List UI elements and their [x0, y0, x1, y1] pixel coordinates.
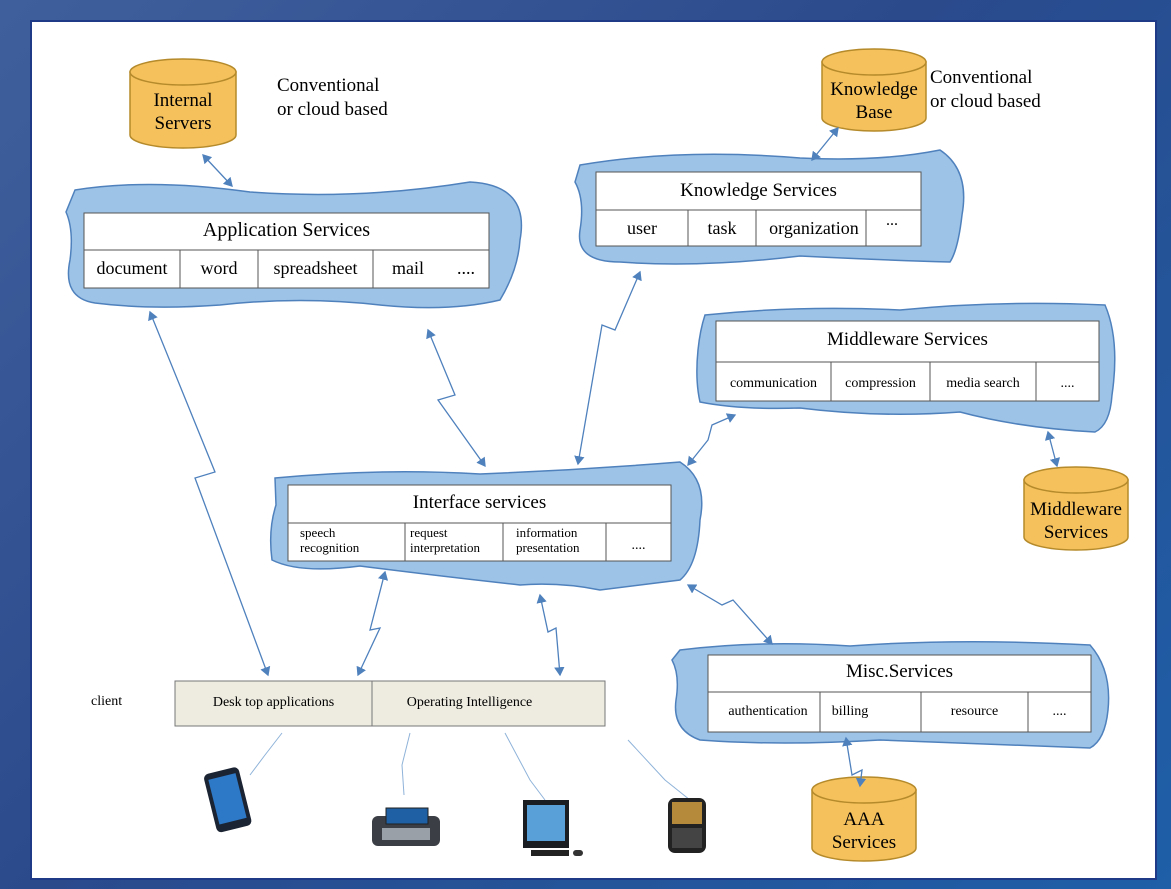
interface-cell-more: ....	[631, 538, 646, 553]
arrow-app-client	[148, 310, 271, 677]
app-cell-spreadsheet: spreadsheet	[273, 258, 358, 278]
app-cell-mail: mail	[392, 258, 424, 278]
blackberry-phone-icon	[668, 798, 706, 853]
aaa-services-label: AAA Services	[812, 808, 916, 854]
interface-services-title: Interface services	[412, 492, 547, 513]
knowledge-base-note: Conventional or cloud based	[930, 66, 1041, 114]
middleware-cell-communication: communication	[729, 376, 818, 391]
knowledge-cell-more: ...	[886, 212, 898, 229]
interface-cell-information-presentation: information presentation	[516, 525, 604, 555]
cell-line2: presentation	[516, 540, 580, 555]
knowledge-cell-organization: organization	[769, 218, 859, 238]
misc-cell-authentication: authentication	[728, 704, 808, 719]
knowledge-services-title: Knowledge Services	[680, 180, 837, 201]
wire-handheld	[401, 732, 411, 796]
arrow-middleware-interface	[687, 413, 737, 467]
cell-line1: speech	[300, 525, 336, 540]
arrow-misc-aaa	[842, 736, 867, 788]
middleware-db-line2: Services	[1043, 522, 1109, 543]
middleware-services-title: Middleware Services	[827, 329, 988, 350]
misc-services-box	[707, 654, 1092, 733]
app-cell-document: document	[96, 258, 168, 278]
knowledge-services-box	[595, 171, 922, 247]
internal-servers-line2: Servers	[154, 113, 212, 134]
arrow-interface-desktop	[356, 570, 389, 677]
cell-line2: recognition	[300, 540, 360, 555]
knowledge-base-line1: Knowledge	[830, 79, 918, 100]
app-cell-word: word	[200, 258, 238, 278]
middleware-db-label: Middleware Services	[1018, 498, 1134, 544]
middleware-cell-compression: compression	[845, 376, 916, 391]
misc-cell-more: ....	[1052, 704, 1067, 719]
arrow-kb-knowledge	[811, 126, 839, 162]
middleware-db-icon	[1023, 466, 1129, 551]
middleware-cell-media-search: media search	[946, 376, 1020, 391]
aaa-line2: Services	[831, 832, 897, 853]
middleware-cell-more: ....	[1060, 376, 1075, 391]
wire-smartphone	[249, 732, 283, 776]
middleware-services-box	[715, 320, 1100, 402]
aaa-line1: AAA	[843, 809, 885, 830]
knowledge-cell-user: user	[627, 218, 657, 238]
arrow-interface-opintel	[536, 593, 565, 677]
smartphone-icon	[204, 767, 252, 833]
internal-servers-note: Conventional or cloud based	[277, 74, 388, 122]
client-bar	[174, 680, 606, 727]
arrow-internal-app	[202, 154, 233, 187]
misc-cell-resource: resource	[950, 704, 999, 719]
client-cell-desktop-applications: Desk top applications	[212, 695, 335, 710]
note-line1: Conventional	[277, 75, 380, 96]
arrow-knowledge-interface	[574, 270, 642, 466]
cell-line1: request	[410, 525, 448, 540]
internal-servers-label: Internal Servers	[130, 89, 236, 135]
note-line1: Conventional	[930, 67, 1033, 88]
app-cell-more: ....	[457, 258, 475, 278]
desktop-computer-icon	[523, 800, 583, 856]
application-services-box	[83, 212, 490, 289]
application-services-title: Application Services	[202, 219, 371, 241]
interface-services-box	[287, 484, 672, 562]
cell-line1: information	[516, 525, 578, 540]
arrow-app-interface	[426, 328, 486, 468]
knowledge-base-db-icon	[821, 48, 927, 132]
knowledge-base-line2: Base	[855, 102, 893, 123]
wire-blackberry	[627, 739, 691, 801]
client-cell-operating-intelligence: Operating Intelligence	[406, 695, 533, 710]
note-line2: or cloud based	[930, 91, 1041, 112]
internal-servers-line1: Internal	[153, 90, 213, 111]
internal-servers-db-icon	[129, 58, 237, 149]
interface-cell-request-interpretation: request interpretation	[410, 525, 502, 555]
misc-cell-billing: billing	[831, 704, 869, 719]
interface-cell-speech-recognition: speech recognition	[300, 525, 400, 555]
knowledge-base-label: Knowledge Base	[822, 78, 926, 124]
aaa-services-db-icon	[811, 776, 917, 862]
cell-line2: interpretation	[410, 540, 481, 555]
note-line2: or cloud based	[277, 99, 388, 120]
knowledge-cell-task: task	[707, 218, 737, 238]
misc-services-title: Misc.Services	[845, 661, 954, 682]
client-label: client	[91, 694, 123, 709]
handheld-keyboard-icon	[372, 807, 440, 846]
arrow-interface-misc	[686, 584, 773, 645]
middleware-db-line1: Middleware	[1030, 499, 1122, 520]
wire-desktop	[504, 732, 546, 801]
arrow-middleware-db	[1044, 430, 1061, 468]
